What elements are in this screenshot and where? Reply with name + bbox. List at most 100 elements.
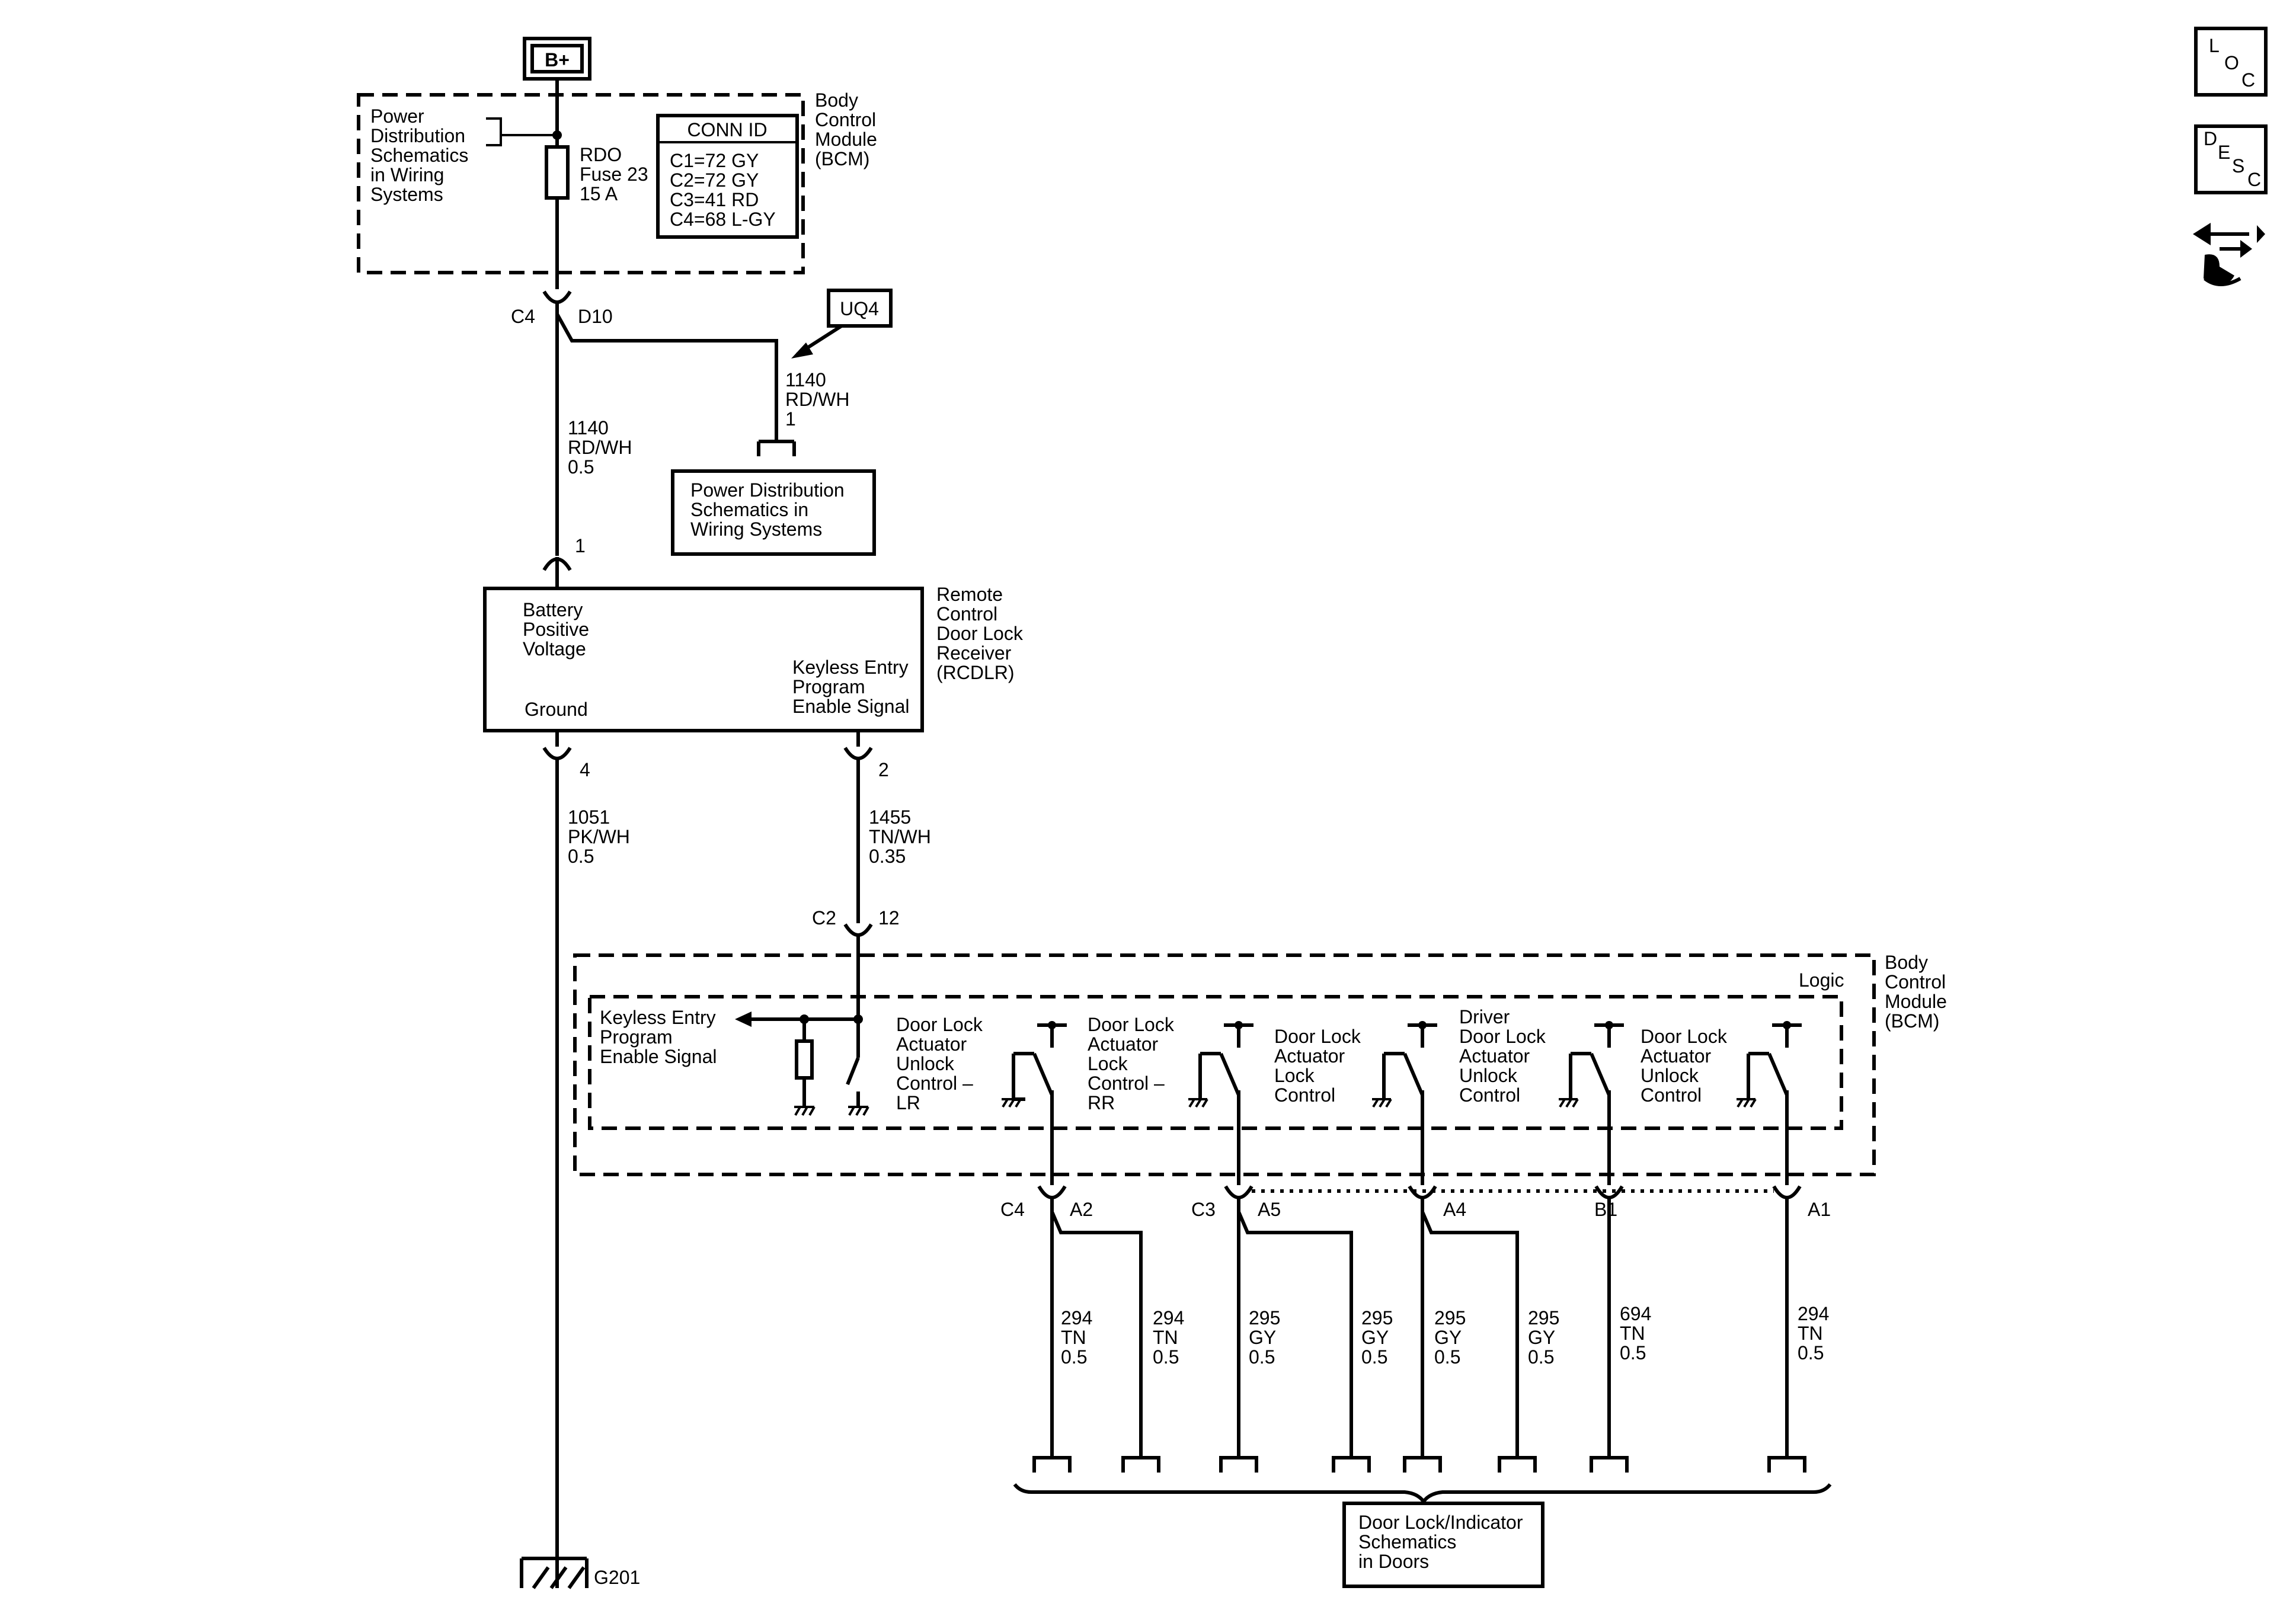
svg-text:(RCDLR): (RCDLR) — [936, 662, 1015, 683]
svg-text:1: 1 — [785, 408, 796, 430]
ground-label: Ground — [525, 699, 588, 720]
main-wire-label: 1140 RD/WH 0.5 — [568, 417, 632, 478]
svg-text:0.5: 0.5 — [1434, 1346, 1460, 1368]
switch-driver-2 — [1188, 1021, 1253, 1185]
b-plus-label: B+ — [545, 49, 570, 71]
svg-text:Actuator: Actuator — [1459, 1045, 1530, 1067]
output-pin-labels: C4 A2 C3 A5 A4 B1 A1 — [1000, 1199, 1831, 1220]
connector-views-icon[interactable] — [2193, 223, 2265, 286]
keyless-switch-blade — [846, 1057, 860, 1086]
bcm-keyless-label: Keyless Entry Program Enable Signal — [600, 1007, 717, 1067]
svg-text:in Wiring: in Wiring — [370, 164, 444, 185]
svg-text:Program: Program — [792, 676, 865, 697]
output-connectors — [1037, 1185, 1802, 1199]
desc-icon[interactable]: D E S C — [2194, 124, 2268, 194]
svg-text:1051: 1051 — [568, 806, 610, 828]
svg-text:Program: Program — [600, 1026, 673, 1048]
switch-driver-5 — [1737, 1021, 1802, 1185]
svg-text:Keyless Entry: Keyless Entry — [600, 1007, 716, 1028]
bcm-top-title: Body Control Module (BCM) — [815, 89, 877, 169]
svg-text:Schematics: Schematics — [370, 145, 468, 166]
svg-text:295: 295 — [1434, 1307, 1466, 1329]
battery-voltage-label: Battery Positive Voltage — [523, 599, 589, 660]
svg-text:C3: C3 — [1191, 1199, 1216, 1220]
svg-text:Door Lock: Door Lock — [1088, 1014, 1175, 1035]
rcdlr-pin-2-label: 2 — [878, 759, 889, 780]
svg-text:RDO: RDO — [580, 144, 622, 165]
conn-id-rows: C1=72 GY C2=72 GY C3=41 RD C4=68 L-GY — [670, 150, 776, 230]
svg-text:0.5: 0.5 — [1361, 1346, 1387, 1368]
svg-text:295: 295 — [1249, 1307, 1280, 1329]
svg-text:Receiver: Receiver — [936, 642, 1012, 664]
bcm-bottom-outline — [573, 953, 1876, 1176]
svg-text:in Doors: in Doors — [1358, 1551, 1429, 1572]
svg-text:Schematics: Schematics — [1358, 1531, 1456, 1553]
svg-text:Door Lock: Door Lock — [1459, 1026, 1546, 1047]
svg-text:Positive: Positive — [523, 619, 589, 640]
svg-text:Fuse 23: Fuse 23 — [580, 164, 648, 185]
svg-text:1140: 1140 — [785, 369, 826, 391]
svg-text:Power: Power — [370, 105, 424, 127]
svg-text:GY: GY — [1434, 1327, 1462, 1348]
svg-text:C1=72 GY: C1=72 GY — [670, 150, 759, 171]
svg-text:Module: Module — [815, 129, 877, 150]
svg-text:0.5: 0.5 — [1061, 1346, 1087, 1368]
reference-bracket — [486, 117, 502, 146]
svg-text:Lock: Lock — [1274, 1065, 1315, 1086]
svg-text:RD/WH: RD/WH — [785, 389, 849, 410]
bcm-c2-label: C2 — [812, 907, 836, 929]
svg-text:C3=41 RD: C3=41 RD — [670, 189, 759, 210]
svg-text:295: 295 — [1361, 1307, 1393, 1329]
svg-text:0.5: 0.5 — [1528, 1346, 1554, 1368]
bcm-pin-12-label: 12 — [878, 907, 900, 929]
switch-driver-4 — [1559, 1021, 1624, 1185]
resistor-ground-icon — [794, 1106, 816, 1116]
fuse-symbol — [545, 145, 570, 200]
svg-text:TN: TN — [1061, 1327, 1086, 1348]
svg-text:Door Lock: Door Lock — [1641, 1026, 1728, 1047]
fuse-label: RDO Fuse 23 15 A — [580, 144, 648, 204]
rcdlr-pin-4-label: 4 — [580, 759, 590, 780]
bcm-top-outline — [357, 93, 805, 274]
control-label-rr-lock: Door Lock Actuator Lock Control – RR — [1088, 1014, 1175, 1113]
control-label-driver-unlock: Driver Door Lock Actuator Unlock Control — [1459, 1006, 1546, 1106]
output-wires — [1050, 1197, 1789, 1458]
svg-text:0.5: 0.5 — [568, 846, 594, 867]
svg-text:D: D — [2204, 128, 2217, 149]
svg-text:TN: TN — [1153, 1327, 1178, 1348]
option-uq4-label: UQ4 — [840, 298, 879, 319]
keyless-entry-label: Keyless Entry Program Enable Signal — [792, 657, 909, 717]
svg-text:294: 294 — [1153, 1307, 1184, 1329]
keyless-switch-ground-icon — [848, 1106, 869, 1116]
svg-text:Unlock: Unlock — [896, 1053, 955, 1074]
svg-text:Actuator: Actuator — [1088, 1033, 1159, 1055]
svg-text:0.5: 0.5 — [1798, 1342, 1824, 1363]
svg-text:Battery: Battery — [523, 599, 583, 620]
svg-text:0.5: 0.5 — [568, 456, 594, 478]
svg-text:GY: GY — [1528, 1327, 1555, 1348]
svg-text:(BCM): (BCM) — [815, 148, 869, 169]
svg-text:294: 294 — [1061, 1307, 1092, 1329]
rcdlr-pin-1-label: 1 — [575, 535, 586, 556]
keyless-signal-arrow — [735, 1012, 752, 1027]
branch-terminal — [757, 440, 796, 456]
svg-text:E: E — [2218, 142, 2230, 163]
b-plus-inner — [530, 44, 584, 73]
loc-icon[interactable]: L O C — [2194, 27, 2268, 97]
svg-text:C2=72 GY: C2=72 GY — [670, 169, 759, 191]
rcdlr-pin-4 — [542, 747, 572, 760]
svg-text:A4: A4 — [1443, 1199, 1466, 1220]
svg-text:PK/WH: PK/WH — [568, 826, 630, 847]
svg-text:Control: Control — [1459, 1084, 1520, 1106]
svg-text:Unlock: Unlock — [1641, 1065, 1699, 1086]
svg-text:294: 294 — [1798, 1303, 1829, 1324]
svg-text:Body: Body — [815, 89, 858, 111]
svg-text:Door Lock: Door Lock — [1274, 1026, 1361, 1047]
signal-wire-label: 1455 TN/WH 0.35 — [869, 806, 931, 867]
svg-text:Body: Body — [1885, 952, 1928, 973]
svg-text:Door Lock/Indicator: Door Lock/Indicator — [1358, 1512, 1523, 1533]
svg-text:Enable Signal: Enable Signal — [600, 1046, 717, 1067]
svg-text:C4: C4 — [1000, 1199, 1025, 1220]
svg-text:B1: B1 — [1594, 1199, 1617, 1220]
svg-text:A5: A5 — [1258, 1199, 1281, 1220]
